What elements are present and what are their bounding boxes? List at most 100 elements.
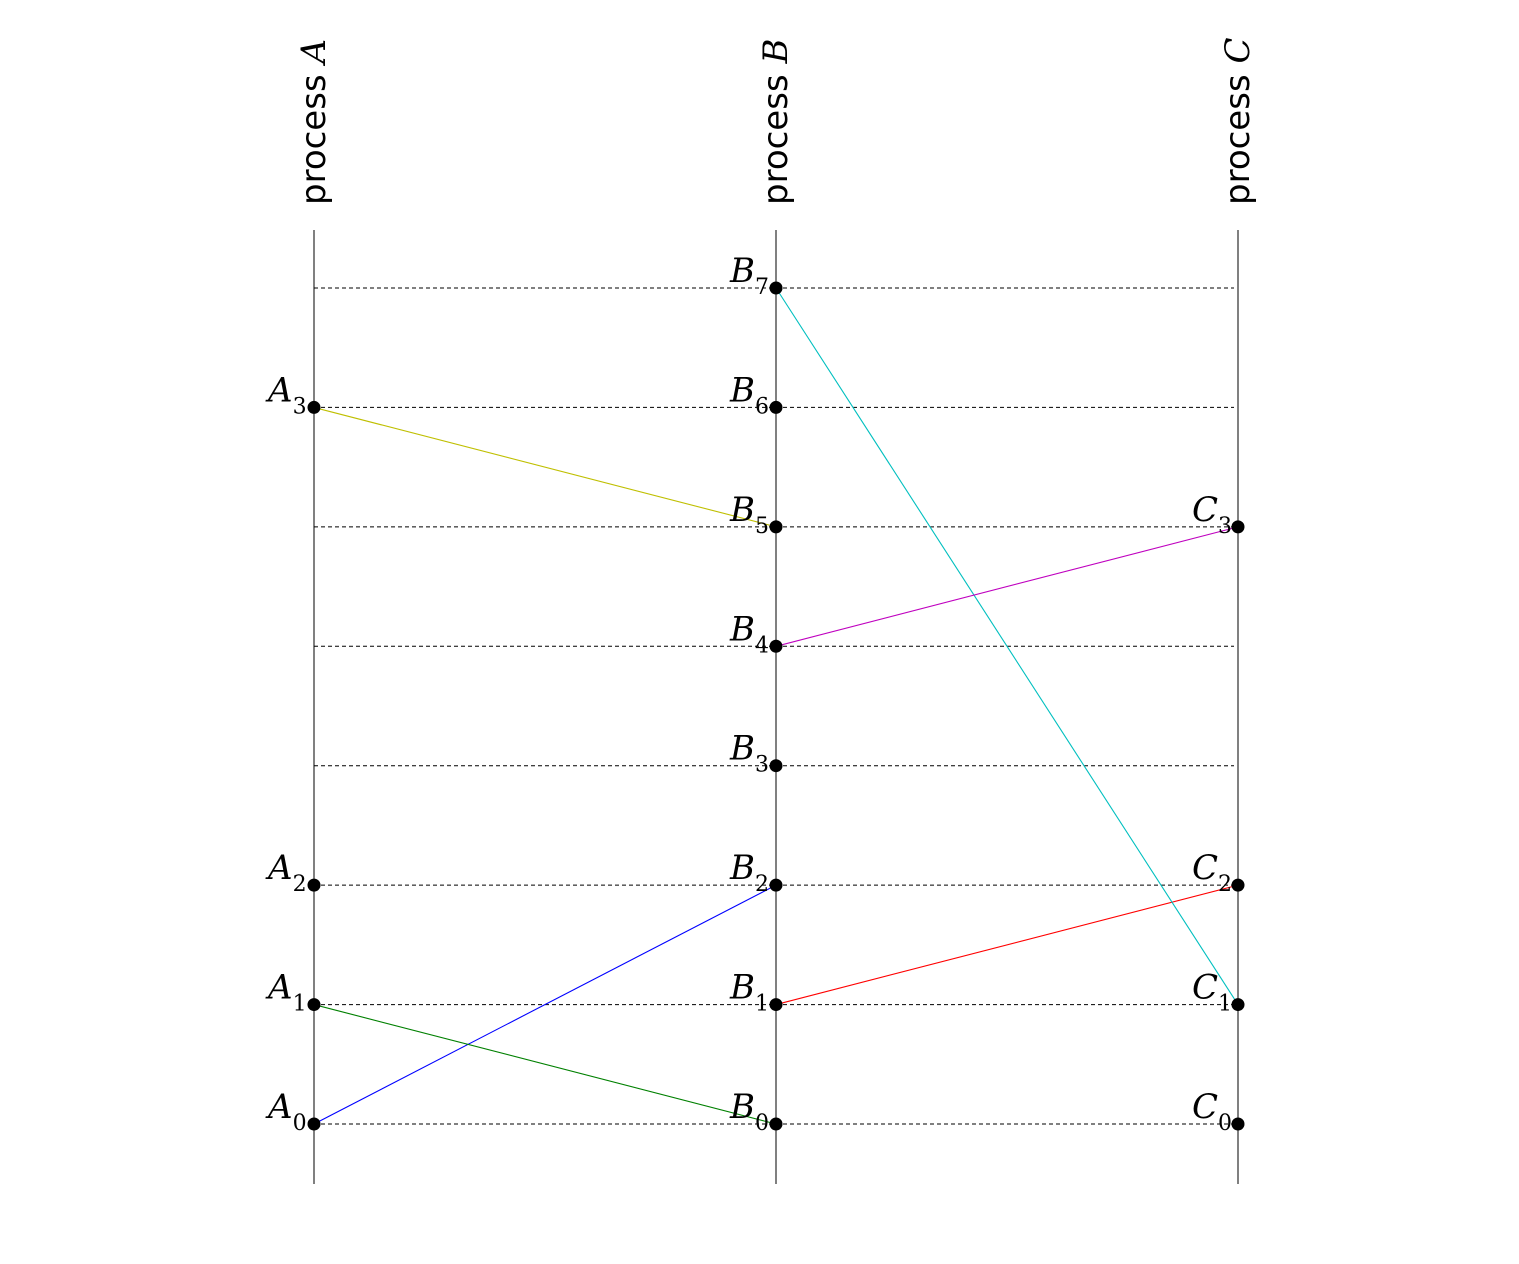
event-label-subscript: 4 (755, 633, 769, 658)
message-b4-c3 (775, 526, 1239, 647)
event-b4: B4 (729, 609, 783, 658)
event-dot (769, 1117, 783, 1131)
event-label-base: A (265, 848, 293, 888)
event-label: A1 (265, 968, 307, 1017)
event-label-subscript: 1 (755, 992, 769, 1017)
event-label-base: C (1192, 968, 1218, 1008)
event-label-base: A (265, 968, 293, 1008)
event-dot (769, 639, 783, 653)
event-label-subscript: 2 (1218, 872, 1232, 897)
event-dot (769, 998, 783, 1012)
process-title-word: process (1218, 64, 1258, 205)
process-title-var: B (756, 39, 796, 65)
process-title-var: C (1218, 38, 1258, 64)
event-b6: B6 (729, 370, 783, 419)
event-label-base: C (1192, 490, 1218, 530)
message-a1-b0 (313, 1004, 777, 1125)
event-dot (769, 759, 783, 773)
event-label-subscript: 3 (293, 394, 307, 419)
event-a3: A3 (265, 370, 321, 419)
event-a2: A2 (265, 848, 321, 897)
event-a1: A1 (265, 968, 321, 1017)
event-label-base: B (729, 848, 755, 888)
event-label-base: A (265, 370, 293, 410)
event-label-subscript: 7 (755, 275, 769, 300)
event-label: B1 (729, 968, 769, 1017)
process-title-var: A (294, 39, 334, 67)
event-label: C1 (1192, 968, 1232, 1017)
event-b7: B7 (729, 251, 783, 300)
event-dot (1231, 878, 1245, 892)
event-label-subscript: 3 (1218, 514, 1232, 539)
process-title-word: process (294, 64, 334, 205)
event-label-subscript: 3 (755, 753, 769, 778)
event-label-base: C (1192, 848, 1218, 888)
message-a0-b2 (313, 884, 777, 1125)
process-title-b: process B (756, 39, 796, 205)
event-label-subscript: 0 (1218, 1111, 1232, 1136)
event-label-subscript: 1 (293, 992, 307, 1017)
event-c1: C1 (1192, 968, 1245, 1017)
event-dot (769, 400, 783, 414)
event-label-base: B (729, 490, 755, 530)
event-label-base: B (729, 370, 755, 410)
event-label: A3 (265, 370, 307, 419)
process-title-c: process C (1218, 38, 1258, 205)
process-title-a: process A (294, 39, 334, 205)
event-b5: B5 (729, 490, 783, 539)
event-label-base: B (729, 251, 755, 291)
event-label: B7 (729, 251, 769, 300)
event-label: B3 (729, 729, 769, 778)
event-label: A0 (265, 1087, 307, 1136)
event-c0: C0 (1192, 1087, 1245, 1136)
event-label: A2 (265, 848, 307, 897)
event-b0: B0 (729, 1087, 783, 1136)
event-dot (769, 281, 783, 295)
event-label-base: B (729, 968, 755, 1008)
event-b3: B3 (729, 729, 783, 778)
process-title-word: process (756, 64, 796, 205)
message-c1-b7 (775, 287, 1239, 1005)
event-label-base: C (1192, 1087, 1218, 1127)
event-label: C2 (1192, 848, 1232, 897)
event-label-subscript: 2 (755, 872, 769, 897)
event-label-subscript: 0 (293, 1111, 307, 1136)
event-label: C3 (1192, 490, 1232, 539)
event-dot (1231, 520, 1245, 534)
message-arrows (313, 287, 1239, 1125)
event-label: B5 (729, 490, 769, 539)
event-label-base: B (729, 1087, 755, 1127)
time-level-lines (314, 287, 1234, 1125)
event-label-subscript: 1 (1218, 992, 1232, 1017)
event-label-subscript: 5 (755, 514, 769, 539)
event-label: C0 (1192, 1087, 1232, 1136)
event-dot (307, 998, 321, 1012)
event-label: B2 (729, 848, 769, 897)
event-dot (307, 1117, 321, 1131)
event-label: B6 (729, 370, 769, 419)
event-dot (769, 520, 783, 534)
event-dot (307, 400, 321, 414)
message-a3-b5 (313, 406, 777, 528)
event-label-base: B (729, 609, 755, 649)
event-label-subscript: 6 (755, 394, 769, 419)
event-b1: B1 (729, 968, 783, 1017)
event-label-subscript: 2 (293, 872, 307, 897)
event-label-subscript: 0 (755, 1111, 769, 1136)
event-dot (1231, 1117, 1245, 1131)
message-b1-c2 (775, 884, 1239, 1006)
event-label-base: A (265, 1087, 293, 1127)
event-dot (307, 878, 321, 892)
process-lifelines (313, 230, 1239, 1184)
event-label-base: B (729, 729, 755, 769)
event-b2: B2 (729, 848, 783, 897)
event-label: B0 (729, 1087, 769, 1136)
event-a0: A0 (265, 1087, 321, 1136)
event-label: B4 (729, 609, 769, 658)
event-c2: C2 (1192, 848, 1245, 897)
event-c3: C3 (1192, 490, 1245, 539)
event-dot (769, 878, 783, 892)
